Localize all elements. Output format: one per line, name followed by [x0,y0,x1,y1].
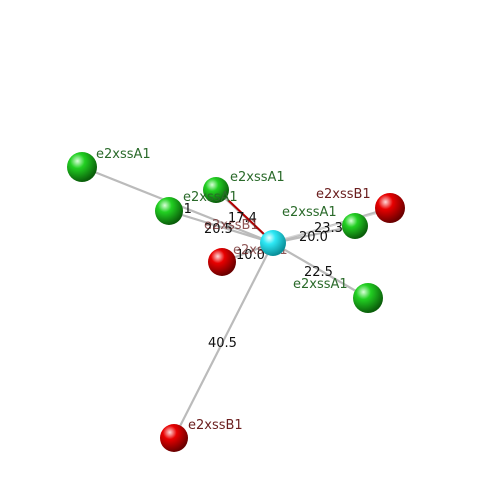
bond-a4 [272,224,356,245]
bond-distance-label: 40.5 [208,336,237,351]
bond-a3 [168,209,274,245]
bond-distance-label: 17.4 [228,211,257,226]
atom-label-a5: e2xssA1 [293,277,348,292]
chain-b-atom-b3[interactable] [160,424,188,452]
bond-shadow-b1 [274,209,391,242]
atom-labels-layer: e2xssA1 e2xssA1 e2xssA1 e2xssA1 e2xssA1 e2xss… [96,147,371,433]
chain-b-atom-b1[interactable] [375,193,405,223]
bond-distance-label: 20.5 [204,222,233,237]
bond-distance-label: 10.0 [236,248,265,263]
bond-a5 [272,242,369,299]
center-atom[interactable] [260,230,286,256]
atom-label-b1: e2xssB1 [316,187,371,202]
chain-a-atom-a4[interactable] [342,213,368,239]
bond-b3 [173,242,274,439]
chain-a-atom-a1[interactable] [67,152,97,182]
chain-b-atom-b2[interactable] [208,248,236,276]
bond-distance-label: 20.0 [299,230,328,245]
bond-highlight-a2 [227,199,266,236]
atom-label-a2: e2xssA1 [230,170,285,185]
chain-a-atom-a3[interactable] [155,197,183,225]
chain-a-atom-a5[interactable] [353,283,383,313]
bonds-layer [81,165,391,439]
atom-label-a3: e2xssA1 [183,190,238,205]
atom-label-a4: e2xssA1 [282,205,337,220]
bond-distance-label: 23.3 [314,221,343,236]
atom-label-a1: e2xssA1 [96,147,151,162]
atoms-layer [67,152,405,452]
chain-a-atom-a2[interactable] [203,177,229,203]
bond-distance-label: 22.5 [304,265,333,280]
overlapping-atom-label: e2xssB1 [204,218,259,233]
atom-label-b3: e2xssB1 [188,418,243,433]
